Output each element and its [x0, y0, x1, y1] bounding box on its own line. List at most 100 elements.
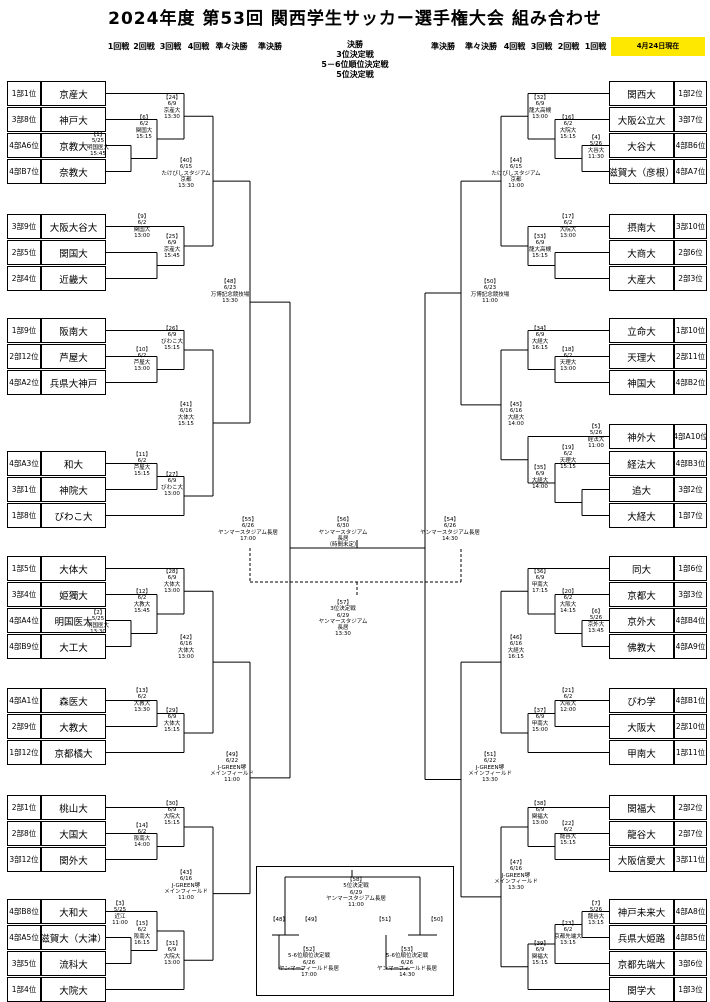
left-rank: 2部8位 — [7, 821, 41, 846]
right-rank: 4部A9位 — [674, 634, 707, 659]
right-rank: 4部B5位 — [674, 925, 707, 950]
right-team: 立命大 — [609, 318, 674, 343]
round-header-left-1: 2回戦 — [133, 42, 155, 51]
match-b49: 【49】 — [302, 917, 320, 923]
match-m36: 【36】 6/9 甲南大 17:15 — [531, 569, 549, 594]
match-m6r: 【6】 5/26 京外大 13:45 — [587, 609, 605, 634]
match-b51: 【51】 — [376, 917, 394, 923]
match-m54: 【54】 6/26 ヤンマースタジアム長居 14:30 — [420, 517, 480, 542]
right-rank: 1部10位 — [674, 318, 707, 343]
right-team: 天理大 — [609, 344, 674, 369]
left-rank: 3部1位 — [7, 477, 41, 502]
left-rank: 4部B9位 — [7, 634, 41, 659]
right-team: 関西大 — [609, 81, 674, 106]
right-rank: 4部A7位 — [674, 159, 707, 184]
match-m22: 【22】 6/2 龍谷大 15:15 — [559, 821, 577, 846]
left-rank: 1部12位 — [7, 740, 41, 765]
left-rank: 4部A5位 — [7, 925, 41, 950]
left-rank: 1部8位 — [7, 503, 41, 528]
match-m34: 【34】 6/9 大経大 16:15 — [531, 326, 549, 351]
match-m30: 【30】 6/9 大院大 15:15 — [163, 801, 181, 826]
right-team: 大経大 — [609, 503, 674, 528]
sub-label-5-6: 5－6位順位決定戦 — [321, 60, 389, 69]
left-team: 関外大 — [41, 847, 106, 872]
right-rank: 3部7位 — [674, 107, 707, 132]
right-team: 同大 — [609, 556, 674, 581]
match-m7: 【7】 5/26 龍谷大 13:15 — [587, 901, 605, 926]
right-team: 追大 — [609, 477, 674, 502]
right-team: 大阪大 — [609, 714, 674, 739]
right-team: 大谷大 — [609, 133, 674, 158]
left-rank: 4部B8位 — [7, 899, 41, 924]
right-rank: 2部7位 — [674, 821, 707, 846]
left-team: 京産大 — [41, 81, 106, 106]
right-rank: 4部B4位 — [674, 608, 707, 633]
left-rank: 2部9位 — [7, 714, 41, 739]
right-team: 神国大 — [609, 370, 674, 395]
round-header-left-4: 準々決勝 — [215, 42, 248, 51]
right-team: 神戸未来大 — [609, 899, 674, 924]
right-rank: 1部6位 — [674, 556, 707, 581]
match-m51: 【51】 6/22 J-GREEN堺 メインフィールド 13:30 — [468, 752, 512, 784]
match-m27: 【27】 6/9 びわこ大 13:00 — [160, 472, 183, 497]
left-rank: 4部A3位 — [7, 451, 41, 476]
right-team: 摂南大 — [609, 214, 674, 239]
left-team: 神戸大 — [41, 107, 106, 132]
match-m35: 【35】 6/9 大経大 14:00 — [531, 465, 549, 490]
right-rank: 1部7位 — [674, 503, 707, 528]
left-team: 桃山大 — [41, 795, 106, 820]
match-m50: 【50】 6/23 万博記念競技場 11:00 — [470, 279, 510, 304]
match-m24: 【24】 6/9 京産大 13:30 — [163, 95, 181, 120]
match-m1: 【1】 5/25 明国医大 15:45 — [86, 132, 109, 157]
round-header-left-0: 1回戦 — [107, 42, 130, 51]
match-m48: 【48】 6/23 万博記念競技場 13:30 — [210, 279, 250, 304]
left-rank: 2部12位 — [7, 344, 41, 369]
left-rank: 3部9位 — [7, 214, 41, 239]
left-rank: 3部8位 — [7, 107, 41, 132]
right-team: 大産大 — [609, 266, 674, 291]
match-m26: 【26】 6/9 びわこ大 15:15 — [160, 326, 183, 351]
left-team: 関国大 — [41, 240, 106, 265]
left-team: 森医大 — [41, 688, 106, 713]
left-rank: 3部12位 — [7, 847, 41, 872]
right-rank: 1部2位 — [674, 81, 707, 106]
left-team: 明国医大 — [41, 608, 106, 633]
match-m45: 【45】 6/16 大経大 14:00 — [507, 402, 525, 427]
match-m33: 【33】 6/9 龍大高槻 15:15 — [528, 234, 551, 259]
left-team: 大和大 — [41, 899, 106, 924]
match-m29: 【29】 6/9 大体大 15:15 — [163, 708, 181, 733]
right-rank: 2部11位 — [674, 344, 707, 369]
left-team: 流科大 — [41, 951, 106, 976]
match-m3: 【3】 5/25 近江 11:00 — [112, 901, 128, 926]
match-m39: 【39】 6/9 関福大 15:15 — [531, 941, 549, 966]
match-m49: 【49】 6/22 J-GREEN堺 メインフィールド 11:00 — [210, 752, 254, 784]
right-rank: 4部A8位 — [674, 899, 707, 924]
right-rank: 3部6位 — [674, 951, 707, 976]
right-rank: 4部B1位 — [674, 688, 707, 713]
sub-label-5th: 5位決定戦 — [336, 70, 374, 79]
left-team: 京都橘大 — [41, 740, 106, 765]
right-rank: 2部3位 — [674, 266, 707, 291]
left-rank: 4部A2位 — [7, 370, 41, 395]
round-header-right-4: 2回戦 — [557, 42, 580, 51]
right-rank: 1部11位 — [674, 740, 707, 765]
left-rank: 2部5位 — [7, 240, 41, 265]
right-rank: 2部10位 — [674, 714, 707, 739]
round-header-right-3: 3回戦 — [530, 42, 553, 51]
left-rank: 4部B7位 — [7, 159, 41, 184]
right-rank: 3部10位 — [674, 214, 707, 239]
match-m15: 【15】 6/2 阪南大 16:15 — [133, 921, 151, 946]
match-m12: 【12】 6/2 大教大 15:45 — [133, 589, 151, 614]
left-rank: 4部A6位 — [7, 133, 41, 158]
left-team: 和大 — [41, 451, 106, 476]
sub-label-3rd: 3位決定戦 — [336, 50, 374, 59]
right-team: 甲南大 — [609, 740, 674, 765]
left-rank: 1部9位 — [7, 318, 41, 343]
match-m11: 【11】 6/2 芦屋大 15:15 — [133, 452, 151, 477]
match-m44: 【44】 6/15 たけびしスタジアム 京都 11:00 — [491, 158, 541, 190]
match-m58: 【58】 5位決定戦 6/29 ヤンマースタジアム長居 11:00 — [326, 877, 386, 909]
right-team: 龍谷大 — [609, 821, 674, 846]
match-m46: 【46】 6/16 大経大 16:15 — [507, 635, 525, 660]
left-rank: 4部A1位 — [7, 688, 41, 713]
left-rank: 1部5位 — [7, 556, 41, 581]
